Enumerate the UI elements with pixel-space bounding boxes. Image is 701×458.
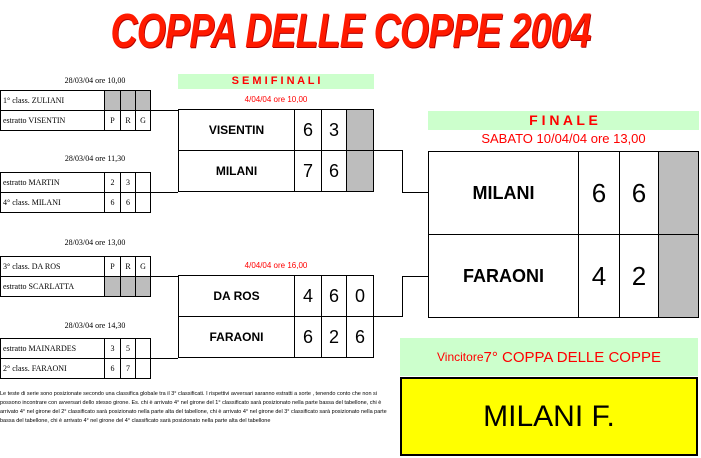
quarter3-t2-p bbox=[104, 276, 121, 297]
connector bbox=[150, 192, 178, 193]
quarter4-t1-g bbox=[135, 338, 151, 359]
quarter2-t2-p: 6 bbox=[104, 192, 121, 213]
final-t1-s1: 6 bbox=[578, 151, 620, 235]
connector bbox=[402, 192, 428, 193]
final-team2: FARAONI bbox=[428, 234, 579, 318]
quarter4-t2-g bbox=[135, 358, 151, 379]
winner-prefix: Vincitore bbox=[437, 350, 484, 364]
semi2-t1-s2: 6 bbox=[321, 275, 347, 317]
semi1-t2-s2: 6 bbox=[321, 150, 347, 192]
semi1-team2: MILANI bbox=[178, 150, 295, 192]
finale-date: SABATO 10/04/04 ore 13,00 bbox=[481, 131, 646, 146]
quarter3-t1-r: R bbox=[120, 256, 136, 277]
semi1-t1-s1: 6 bbox=[294, 109, 322, 151]
semi1-t1-s3 bbox=[346, 109, 374, 151]
quarter2-t2-r: 6 bbox=[120, 192, 136, 213]
final-t2-s3 bbox=[658, 234, 699, 318]
rules-note: Le teste di serie sono posizionate secon… bbox=[0, 391, 387, 424]
quarter1-t1-g bbox=[135, 90, 151, 111]
semi2-t1-s1: 4 bbox=[294, 275, 322, 317]
quarter4-t2-r: 7 bbox=[120, 358, 136, 379]
winner-title: 7° COPPA DELLE COPPE bbox=[483, 348, 661, 366]
quarter2-t2-g bbox=[135, 192, 151, 213]
quarter4-t1-r: 5 bbox=[120, 338, 136, 359]
quarter1-team1: 1° class. ZULIANI bbox=[0, 90, 105, 111]
semi2-team1: DA ROS bbox=[178, 275, 295, 317]
semi2-date: 4/04/04 ore 16,00 bbox=[244, 261, 308, 270]
quarter4-team1: estratto MAINARDES bbox=[0, 338, 105, 359]
quarter2-team1: estratto MARTIN bbox=[0, 172, 105, 193]
winner-header: Vincitore 7° COPPA DELLE COPPE bbox=[400, 338, 698, 376]
semi2-t2-s3: 6 bbox=[346, 316, 374, 358]
quarter2-t1-p: 2 bbox=[104, 172, 121, 193]
quarter3-t2-r bbox=[120, 276, 136, 297]
semi2-team2: FARAONI bbox=[178, 316, 295, 358]
finale-header: F I N A L E bbox=[428, 111, 699, 130]
semifinali-header: S E M I F I N A L I bbox=[178, 74, 374, 89]
final-t2-s1: 4 bbox=[578, 234, 620, 318]
quarter2-t1-g bbox=[135, 172, 151, 193]
winner-name: MILANI F. bbox=[483, 399, 615, 433]
quarter4-t2-p: 6 bbox=[104, 358, 121, 379]
connector bbox=[402, 276, 428, 277]
connector bbox=[402, 276, 403, 317]
quarter3-t1-p: P bbox=[104, 256, 121, 277]
semi1-date: 4/04/04 ore 10,00 bbox=[244, 95, 308, 104]
final-team1: MILANI bbox=[428, 151, 579, 235]
final-t1-s3 bbox=[658, 151, 699, 235]
semi2-t2-s1: 6 bbox=[294, 316, 322, 358]
semi1-t1-s2: 3 bbox=[321, 109, 347, 151]
connector bbox=[150, 276, 178, 277]
quarter2-team2: 4° class. MILANI bbox=[0, 192, 105, 213]
quarter3-t2-g bbox=[135, 276, 151, 297]
quarter4-date: 28/03/04 ore 14,30 bbox=[64, 321, 126, 330]
connector bbox=[150, 110, 178, 111]
quarter3-t1-g: G bbox=[135, 256, 151, 277]
semi1-team1: VISENTIN bbox=[178, 109, 295, 151]
quarter2-date: 28/03/04 ore 11,30 bbox=[64, 154, 126, 163]
semi1-t2-s1: 7 bbox=[294, 150, 322, 192]
connector bbox=[402, 150, 403, 193]
quarter1-t1-r bbox=[120, 90, 136, 111]
quarter3-date: 28/03/04 ore 13,00 bbox=[64, 238, 126, 247]
final-t2-s2: 2 bbox=[619, 234, 659, 318]
quarter1-t2-p: P bbox=[104, 110, 121, 131]
quarter3-team1: 3° class. DA ROS bbox=[0, 256, 105, 277]
winner-box: MILANI F. bbox=[400, 377, 698, 456]
quarter1-t2-r: R bbox=[120, 110, 136, 131]
quarter4-team2: 2° class. FARAONI bbox=[0, 358, 105, 379]
page-title: COPPA DELLE COPPE 2004 bbox=[110, 5, 591, 58]
connector bbox=[150, 358, 178, 359]
quarter3-team2: estratto SCARLATTA bbox=[0, 276, 105, 297]
quarter1-team2: estratto VISENTIN bbox=[0, 110, 105, 131]
quarter1-t2-g: G bbox=[135, 110, 151, 131]
final-t1-s2: 6 bbox=[619, 151, 659, 235]
quarter1-t1-p bbox=[104, 90, 121, 111]
quarter2-t1-r: 3 bbox=[120, 172, 136, 193]
quarter1-date: 28/03/04 ore 10,00 bbox=[64, 76, 126, 85]
semi2-t1-s3: 0 bbox=[346, 275, 374, 317]
quarter4-t1-p: 3 bbox=[104, 338, 121, 359]
connector bbox=[373, 150, 403, 151]
semi1-t2-s3 bbox=[346, 150, 374, 192]
semi2-t2-s2: 2 bbox=[321, 316, 347, 358]
connector bbox=[373, 316, 403, 317]
